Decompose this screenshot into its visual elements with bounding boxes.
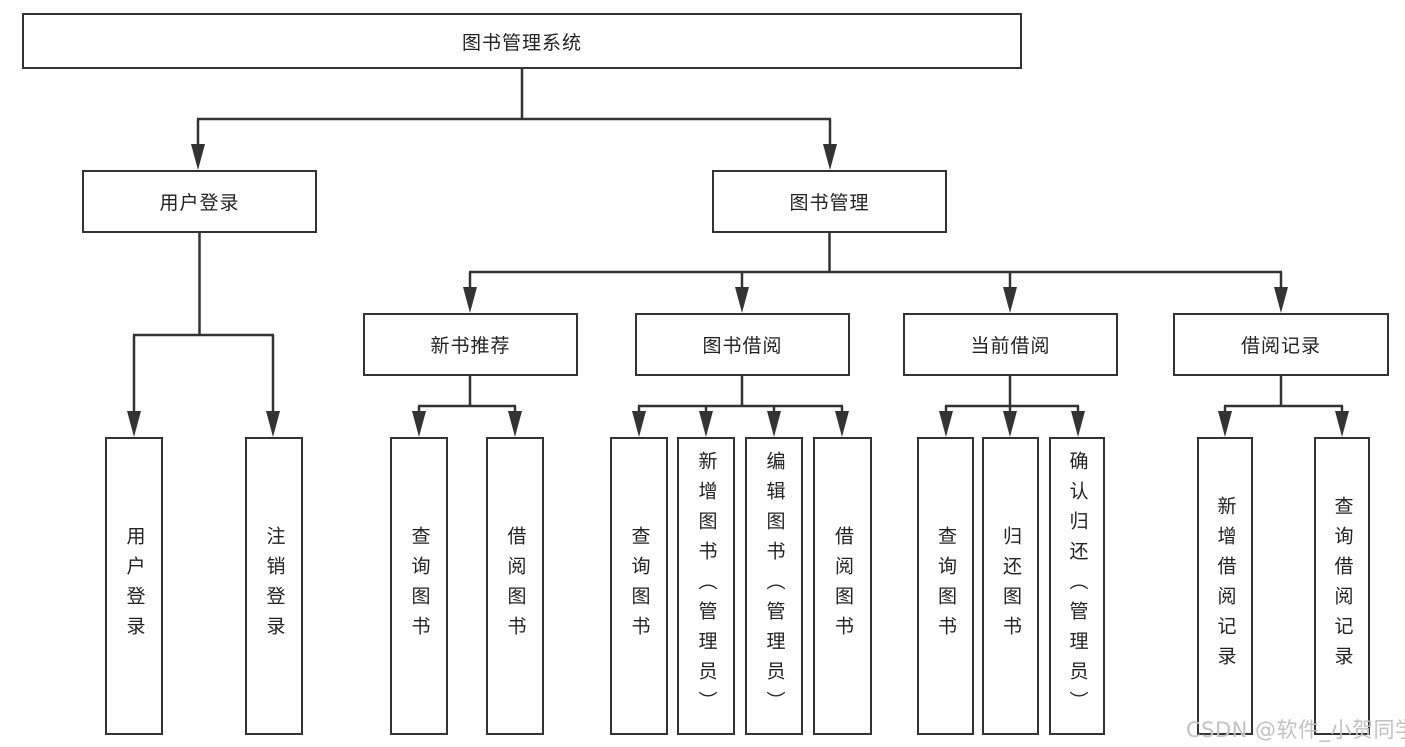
leaf-user-login: 用户登录 [105,437,163,735]
leaf-bb-add-book-admin-label: 新增图书（管理员） [695,451,718,721]
leaf-bb-edit-book-admin: 编辑图书（管理员） [745,437,803,735]
node-new-book-recommend: 新书推荐 [363,313,578,376]
leaf-cb-confirm-return-admin: 确认归还（管理员） [1049,437,1105,735]
leaf-cb-return-book-label: 归还图书 [1000,526,1022,646]
leaf-bb-query-book-label: 查询图书 [628,526,651,646]
leaf-bb-borrow-book-label: 借阅图书 [832,526,854,646]
node-current-borrow: 当前借阅 [903,313,1118,376]
leaf-cb-confirm-return-admin-label: 确认归还（管理员） [1066,451,1089,721]
node-borrow-records-label: 借阅记录 [1240,335,1321,357]
leaf-br-query-record-label: 查询借阅记录 [1331,496,1354,676]
leaf-logout: 注销登录 [245,437,303,735]
leaf-bb-add-book-admin: 新增图书（管理员） [677,437,735,735]
leaf-nbr-query-book-label: 查询图书 [408,526,431,646]
watermark-text: CSDN @软件_小贺同学 [1186,718,1405,742]
node-new-book-recommend-label: 新书推荐 [430,335,511,357]
leaf-bb-query-book: 查询图书 [610,437,668,735]
leaf-nbr-query-book: 查询图书 [390,437,448,735]
node-book-management-label: 图书管理 [789,192,870,214]
leaf-user-login-label: 用户登录 [123,526,146,646]
leaf-bb-edit-book-admin-label: 编辑图书（管理员） [763,451,786,721]
leaf-logout-label: 注销登录 [263,526,286,646]
leaf-bb-borrow-book: 借阅图书 [813,437,872,735]
node-user-login-label: 用户登录 [159,192,240,214]
connector-arrowheads [127,144,1349,437]
node-user-login: 用户登录 [82,170,317,233]
node-book-borrow: 图书借阅 [635,313,850,376]
leaf-nbr-borrow-book: 借阅图书 [486,437,544,735]
node-root: 图书管理系统 [22,13,1022,69]
leaf-cb-return-book: 归还图书 [982,437,1039,735]
node-root-label: 图书管理系统 [461,31,582,54]
leaf-br-add-record: 新增借阅记录 [1197,437,1253,735]
leaf-nbr-borrow-book-label: 借阅图书 [504,526,527,646]
leaf-br-query-record: 查询借阅记录 [1314,437,1370,735]
leaf-cb-query-book-label: 查询图书 [935,526,957,646]
node-borrow-records: 借阅记录 [1173,313,1389,376]
node-current-borrow-label: 当前借阅 [970,335,1051,357]
leaf-cb-query-book: 查询图书 [917,437,974,735]
node-book-management: 图书管理 [712,170,947,233]
node-book-borrow-label: 图书借阅 [702,335,783,357]
leaf-br-add-record-label: 新增借阅记录 [1214,496,1237,676]
